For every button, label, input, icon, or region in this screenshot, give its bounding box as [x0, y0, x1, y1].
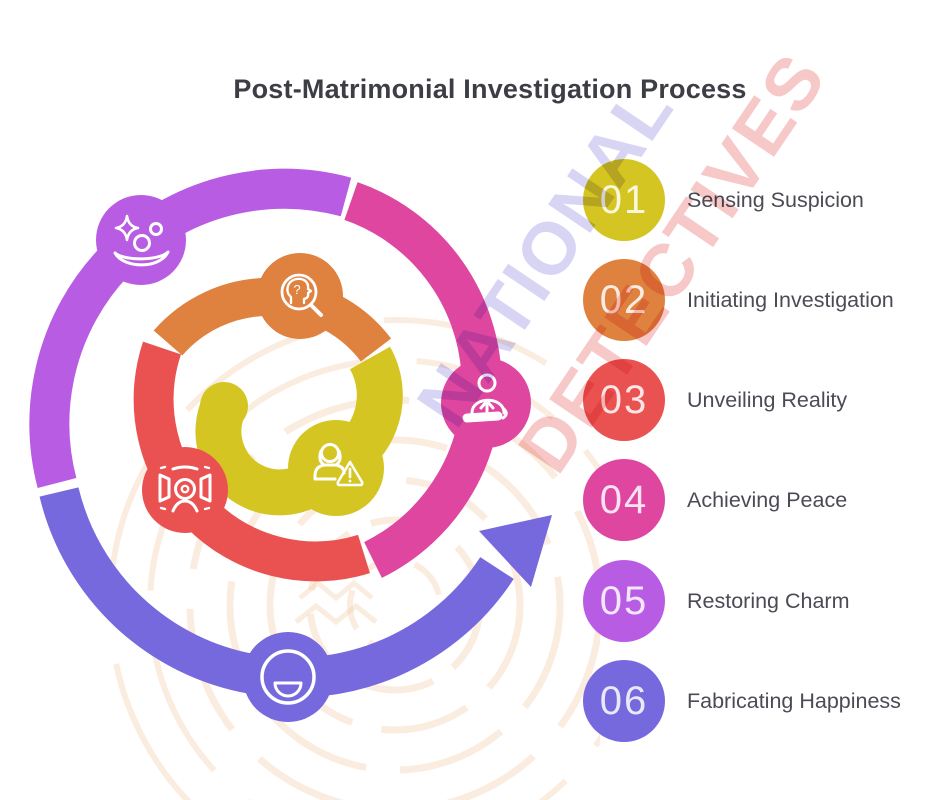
step-number: 05 — [599, 579, 649, 623]
step-item-4: 04 Achieving Peace — [583, 459, 847, 541]
clown-icon — [113, 214, 170, 267]
head-magnifier-icon: ? — [280, 273, 323, 317]
step-number: 03 — [599, 378, 649, 422]
step-number: 06 — [599, 679, 649, 723]
step-item-6: 06 Fabricating Happiness — [583, 660, 901, 742]
step-number-circle: 03 — [583, 359, 665, 441]
woman-warning-icon — [313, 443, 364, 487]
step-number-circle: 05 — [583, 560, 665, 642]
step-number: 04 — [599, 478, 649, 522]
step-number-circle: 06 — [583, 660, 665, 742]
step-item-5: 05 Restoring Charm — [583, 560, 850, 642]
spiral-diagram: ? — [29, 168, 600, 800]
step-label: Achieving Peace — [687, 487, 848, 512]
step-number-circle: 01 — [583, 159, 665, 241]
step-label: Restoring Charm — [687, 588, 850, 613]
step-item-2: 02 Initiating Investigation — [583, 259, 894, 341]
svg-text:?: ? — [293, 282, 300, 297]
smiley-icon — [260, 649, 316, 705]
person-frame-icon — [158, 465, 212, 513]
step-label: Unveiling Reality — [687, 387, 848, 412]
step-label: Fabricating Happiness — [687, 688, 901, 713]
step-number-circle: 04 — [583, 459, 665, 541]
step-item-3: 03 Unveiling Reality — [583, 359, 847, 441]
step-number: 02 — [599, 278, 649, 322]
arrow-head-icon — [479, 515, 552, 587]
step-item-1: 01 Sensing Suspicion — [583, 159, 864, 241]
step-label: Sensing Suspicion — [687, 187, 864, 212]
step-number-circle: 02 — [583, 259, 665, 341]
page-title: Post-Matrimonial Investigation Process — [233, 74, 747, 105]
meditation-icon — [462, 373, 508, 423]
step-label: Initiating Investigation — [687, 287, 894, 312]
step-number: 01 — [599, 178, 649, 222]
